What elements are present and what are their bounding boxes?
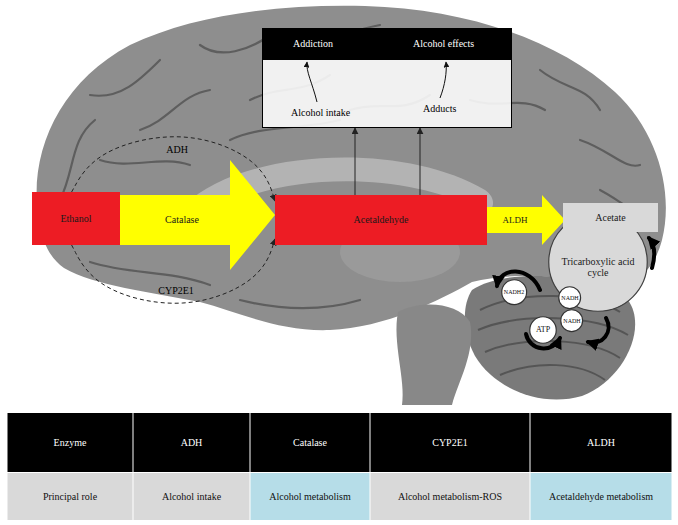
node-text: Ethanol bbox=[60, 213, 91, 225]
cerebrum bbox=[37, 6, 666, 330]
enzyme-table bbox=[134, 413, 250, 472]
nadh-circle: NADH bbox=[558, 286, 581, 309]
node-text: Tricarboxylic acid cycle bbox=[559, 256, 637, 279]
pathway-arrow bbox=[420, 128, 421, 195]
gyri-lines bbox=[140, 90, 210, 130]
brain-illustration bbox=[37, 6, 666, 405]
cerebellum-folia bbox=[485, 341, 620, 358]
aldh-arrow: ALDH bbox=[487, 195, 565, 245]
cycle-arrows bbox=[588, 318, 609, 343]
node-text: Alcohol effects bbox=[413, 38, 474, 50]
gyri-lines bbox=[90, 60, 160, 96]
table-cell-text: Alcohol metabolism-ROS bbox=[374, 491, 526, 503]
circle-shape bbox=[502, 280, 527, 305]
gyri-lines bbox=[200, 35, 270, 52]
circle-shape bbox=[549, 213, 648, 312]
gyri-lines bbox=[90, 262, 210, 285]
effects-panel-fill bbox=[262, 28, 512, 128]
enzyme-table bbox=[251, 473, 370, 520]
node-text: Alcohol intake bbox=[291, 107, 350, 119]
effects-panel-fill bbox=[262, 28, 512, 60]
effect-arrows bbox=[307, 62, 317, 102]
node-text: Addiction bbox=[293, 38, 333, 50]
node-text: ALDH bbox=[503, 215, 528, 225]
node-text: Catalase bbox=[165, 214, 199, 226]
table-cell-text: Alcohol intake bbox=[137, 491, 246, 503]
enzyme-table bbox=[531, 473, 672, 520]
gyri-lines bbox=[60, 25, 655, 308]
circle-shape bbox=[561, 310, 583, 332]
enzyme-table bbox=[8, 473, 133, 520]
pathway-arrow bbox=[355, 128, 356, 195]
gyri-lines bbox=[240, 300, 360, 308]
catalase-arrow: Catalase bbox=[120, 160, 275, 270]
effects-panel-fill bbox=[262, 28, 512, 128]
arrow-shape bbox=[120, 160, 275, 270]
node-text: ATP bbox=[536, 325, 550, 334]
enzyme-table bbox=[531, 413, 672, 472]
node-text: Acetate bbox=[595, 212, 626, 224]
gyri-lines bbox=[100, 160, 190, 165]
circle-shape bbox=[530, 317, 557, 344]
nadh2-circle: NADH2 bbox=[501, 279, 527, 305]
enzyme-table bbox=[371, 413, 530, 472]
cerebellum-folia bbox=[500, 365, 605, 380]
node-text: Adducts bbox=[423, 103, 456, 115]
nadh-circle: NADH bbox=[560, 309, 583, 332]
enzyme-label: ADH bbox=[166, 144, 188, 156]
acetaldehyde-box: Acetaldehyde bbox=[275, 195, 487, 245]
gyri-lines bbox=[580, 140, 640, 166]
ethanol-box: Ethanol bbox=[32, 192, 120, 245]
enzyme-table bbox=[8, 413, 672, 520]
enzyme-table bbox=[251, 413, 370, 472]
atp-circle: ATP bbox=[529, 316, 557, 344]
table-cell-text: Enzyme bbox=[11, 437, 129, 449]
brainstem bbox=[396, 305, 471, 405]
enzyme-table bbox=[371, 473, 530, 520]
circle-shape bbox=[559, 287, 581, 309]
table-cell-text: Acetaldehyde metabolism bbox=[534, 491, 668, 503]
arrow-shape bbox=[487, 195, 565, 245]
gyri-lines bbox=[60, 120, 95, 200]
gyri-lines bbox=[540, 70, 600, 110]
effect-arrows bbox=[440, 62, 446, 98]
enzyme-label: CYP2E1 bbox=[158, 285, 194, 297]
effects-panel: Addiction Alcohol effectsAlcohol intake Ad… bbox=[262, 28, 512, 128]
cycle-arrows bbox=[649, 238, 654, 268]
node-text: NADH bbox=[563, 318, 580, 325]
table-cell-text: Catalase bbox=[254, 437, 366, 449]
table-cell-text: Principal role bbox=[11, 491, 129, 503]
table-cell-text: ADH bbox=[137, 437, 246, 449]
node-text: Acetaldehyde bbox=[354, 214, 409, 226]
acetate-box: Acetate bbox=[563, 203, 658, 232]
table-cell-text: CYP2E1 bbox=[374, 437, 526, 449]
effect-arrows bbox=[307, 62, 446, 102]
enzyme-table bbox=[8, 413, 133, 472]
enzyme-table bbox=[134, 473, 250, 520]
table-cell-text: Alcohol metabolism bbox=[254, 491, 366, 503]
node-text: NADH bbox=[561, 295, 578, 302]
node-text: NADH2 bbox=[504, 289, 524, 296]
table-cell-text: ALDH bbox=[534, 437, 668, 449]
